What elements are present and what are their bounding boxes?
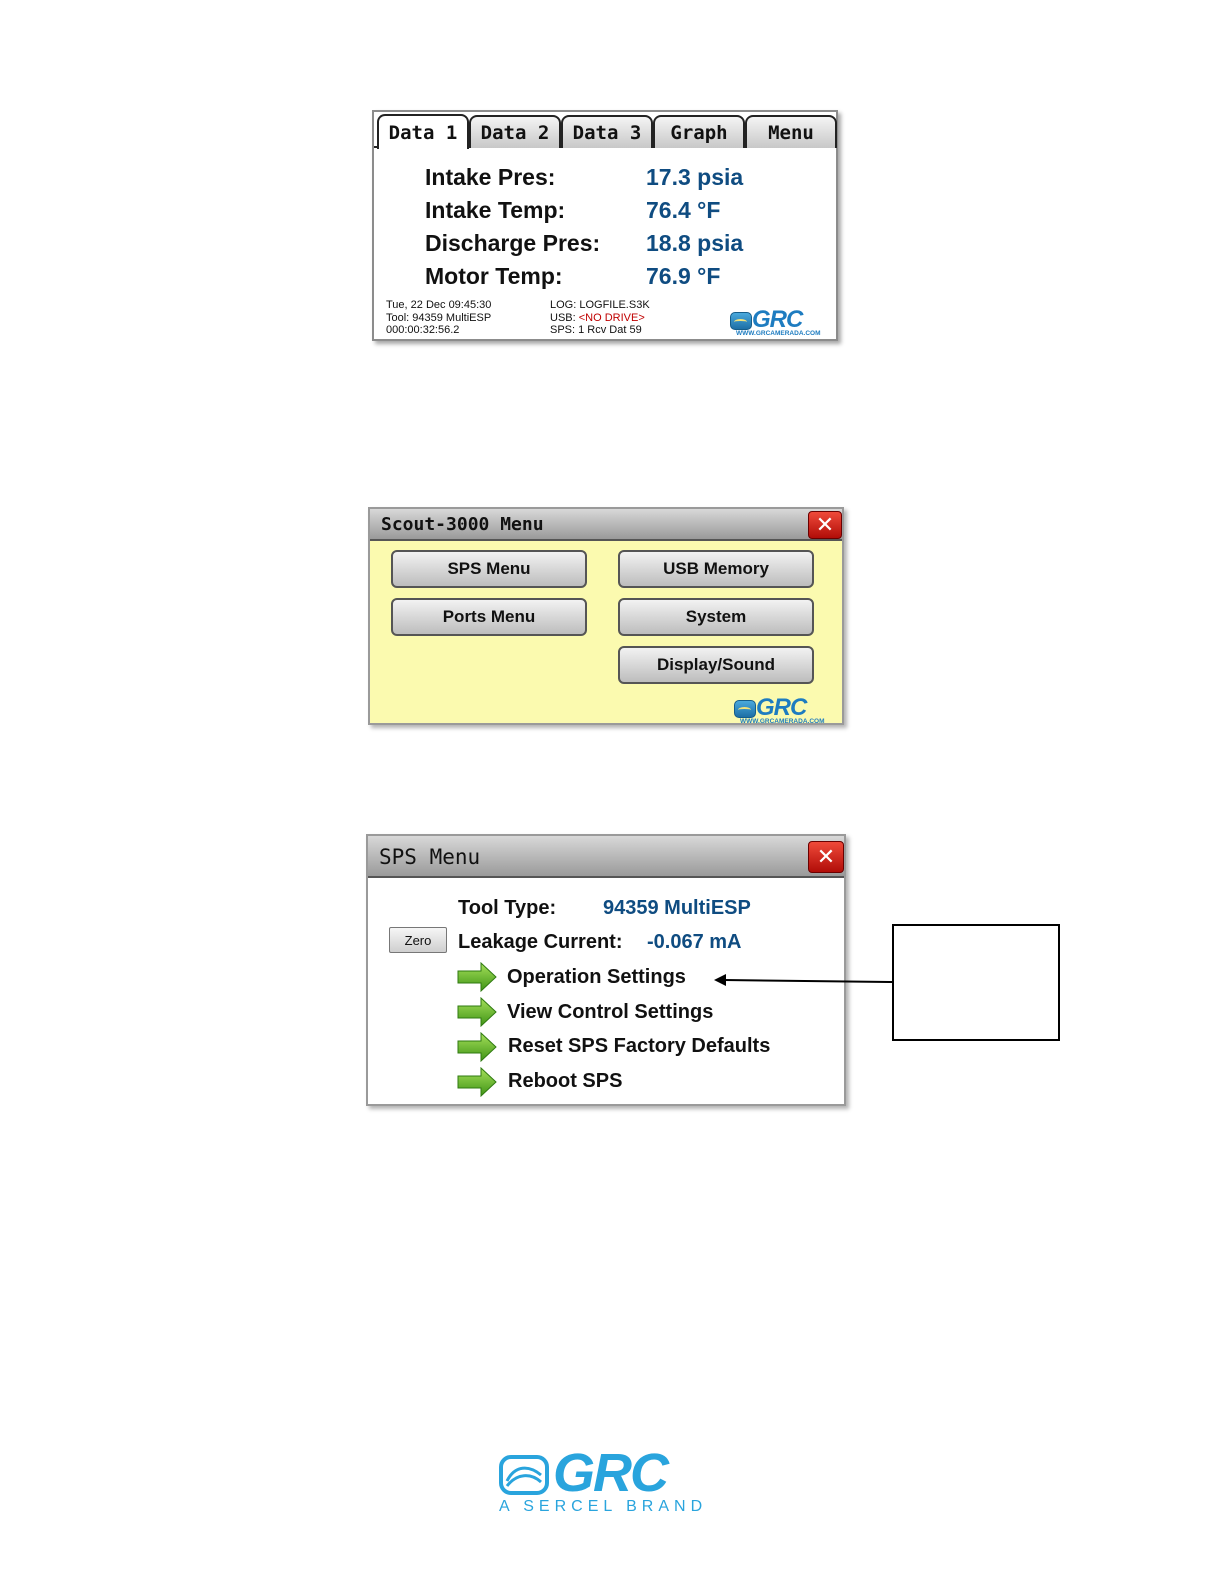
green-arrow-icon <box>457 1067 497 1097</box>
sps-menu-button[interactable]: SPS Menu <box>391 550 587 588</box>
close-button[interactable]: ✕ <box>808 841 844 873</box>
callout-arrow-icon <box>714 974 893 986</box>
usb-label: USB: <box>550 311 579 324</box>
status-log: LOG: LOGFILE.S3K <box>550 299 650 311</box>
system-button[interactable]: System <box>618 598 814 636</box>
ports-menu-button[interactable]: Ports Menu <box>391 598 587 636</box>
status-tool: Tool: 94359 MultiESP <box>386 311 492 324</box>
annotation-box <box>892 924 1060 1041</box>
tab-data-2[interactable]: Data 2 <box>469 115 561 148</box>
grc-logo-text: GRC <box>752 306 803 333</box>
discharge-pres-value: 18.8 psia <box>646 230 744 256</box>
sps-menu-window: SPS Menu ✕ Tool Type: 94359 MultiESP Zer… <box>366 834 846 1106</box>
grc-logo: GRC WWW.GRCAMERADA.COM <box>734 694 842 726</box>
green-arrow-icon <box>457 997 497 1027</box>
tool-type-value: 94359 MultiESP <box>603 897 751 919</box>
intake-temp-label: Intake Temp: <box>425 197 566 223</box>
data-screen: Data 1 Data 2 Data 3 Graph Menu Intake P… <box>372 110 838 341</box>
green-arrow-icon <box>457 962 497 992</box>
tab-bar: Data 1 Data 2 Data 3 Graph Menu <box>374 112 837 149</box>
footer-grc-logo: GRC A SERCEL BRAND <box>497 1443 715 1522</box>
display-sound-button[interactable]: Display/Sound <box>618 646 814 684</box>
grc-emblem-icon <box>730 312 752 330</box>
discharge-pres-label: Discharge Pres: <box>425 230 601 256</box>
grc-logo-text: GRC <box>756 694 807 721</box>
window-title: Scout-3000 Menu <box>381 514 544 535</box>
menu-item-label: View Control Settings <box>507 1001 714 1023</box>
grc-emblem-icon <box>499 1455 549 1495</box>
green-arrow-icon <box>457 1032 497 1062</box>
grc-logo-url: WWW.GRCAMERADA.COM <box>740 718 825 725</box>
motor-temp-label: Motor Temp: <box>425 263 563 289</box>
footer-tagline: A SERCEL BRAND <box>499 1498 708 1515</box>
grc-logo: GRC WWW.GRCAMERADA.COM <box>730 306 838 338</box>
intake-temp-value: 76.4 °F <box>646 197 721 223</box>
leakage-current-label: Leakage Current: <box>458 931 623 953</box>
close-button[interactable]: ✕ <box>808 511 842 539</box>
status-elapsed: 000:00:32:56.2 <box>386 324 460 336</box>
footer-logo-text: GRC <box>553 1443 669 1503</box>
zero-button[interactable]: Zero <box>389 927 447 953</box>
menu-item-label: Reboot SPS <box>508 1070 623 1092</box>
menu-item-label: Operation Settings <box>507 966 686 988</box>
usb-memory-button[interactable]: USB Memory <box>618 550 814 588</box>
menu-item-label: Reset SPS Factory Defaults <box>508 1035 771 1057</box>
scout-menu-window: Scout-3000 Menu ✕ SPS Menu USB Memory Po… <box>368 507 844 725</box>
intake-pres-label: Intake Pres: <box>425 164 556 190</box>
title-bar: Scout-3000 Menu ✕ <box>370 509 842 541</box>
grc-emblem-icon <box>734 700 756 718</box>
leakage-current-value: -0.067 mA <box>647 931 742 953</box>
grc-logo-url: WWW.GRCAMERADA.COM <box>736 330 821 337</box>
window-title: SPS Menu <box>379 845 481 869</box>
tab-graph[interactable]: Graph <box>653 115 745 148</box>
status-datetime: Tue, 22 Dec 09:45:30 <box>386 299 492 311</box>
tab-data-1[interactable]: Data 1 <box>377 114 469 149</box>
close-icon: ✕ <box>815 512 835 538</box>
close-icon: ✕ <box>816 844 836 870</box>
status-usb: USB: <NO DRIVE> <box>550 312 645 325</box>
tool-type-label: Tool Type: <box>458 897 557 919</box>
tab-data-3[interactable]: Data 3 <box>561 115 653 148</box>
status-sps: SPS: 1 Rcv Dat 59 <box>550 324 642 336</box>
title-bar: SPS Menu ✕ <box>368 836 844 878</box>
tab-menu[interactable]: Menu <box>745 115 837 148</box>
motor-temp-value: 76.9 °F <box>646 263 721 289</box>
usb-drive-status: <NO DRIVE> <box>578 311 645 324</box>
intake-pres-value: 17.3 psia <box>646 164 744 190</box>
